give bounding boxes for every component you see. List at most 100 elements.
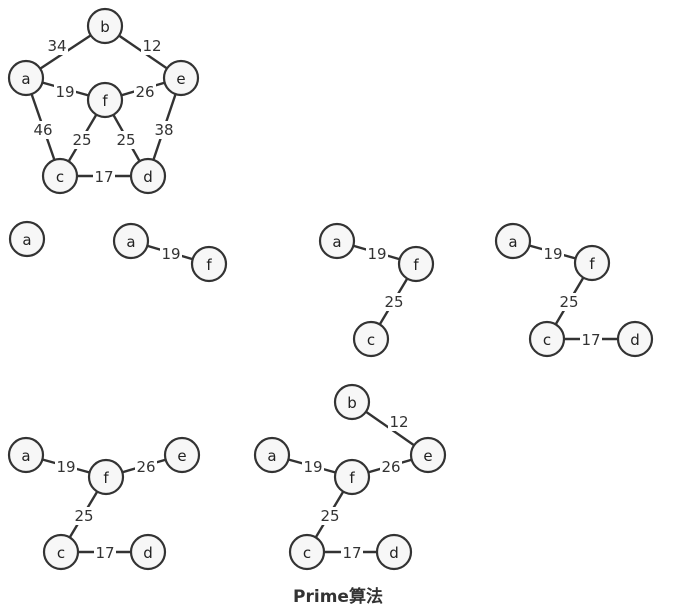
weight-label-a-f: 19 [367, 245, 386, 263]
node-label: a [21, 447, 30, 465]
node-label: f [413, 256, 419, 274]
node-label: d [143, 544, 153, 562]
weight-label-bg [135, 458, 157, 476]
weight-label-f-d: 25 [116, 131, 135, 149]
node-d: d [375, 533, 413, 571]
weight-label-a-f: 19 [543, 245, 562, 263]
node-e: e [409, 436, 447, 474]
node-a: a [494, 222, 532, 260]
weight-label-b-e: 12 [142, 37, 161, 55]
node-f: f [190, 245, 228, 283]
weight-label-c-d: 17 [94, 168, 113, 186]
node-circle [86, 81, 124, 119]
node-f: f [573, 244, 611, 282]
node-circle [8, 220, 46, 258]
caption: Prime算法 [293, 587, 383, 607]
node-label: c [57, 544, 65, 562]
weight-label-f-c: 25 [384, 293, 403, 311]
weight-label-a-b: 34 [47, 37, 66, 55]
node-f: f [86, 81, 124, 119]
weight-label-bg [71, 131, 93, 149]
weight-label-bg [55, 458, 77, 476]
weight-label-bg [542, 245, 564, 263]
node-circle [318, 222, 356, 260]
node-c: c [528, 320, 566, 358]
graph-step-6: 12 19 26 25 17 b e a f c d [253, 383, 447, 571]
node-a: a [7, 436, 45, 474]
node-circle [288, 533, 326, 571]
weight-label-bg [388, 413, 410, 431]
node-circle [162, 59, 200, 97]
node-circle [352, 320, 390, 358]
node-label: a [267, 447, 276, 465]
node-label: a [21, 70, 30, 88]
graph-step-1: a [8, 220, 46, 258]
node-circle [163, 436, 201, 474]
weight-label-f-e: 26 [381, 458, 400, 476]
weight-label-f-e: 26 [135, 83, 154, 101]
node-circle [42, 533, 80, 571]
node-circle [87, 458, 125, 496]
weight-label-bg [94, 544, 116, 562]
node-circle [397, 245, 435, 283]
weight-label-bg [54, 83, 76, 101]
weight-label-a-f: 19 [161, 245, 180, 263]
node-circle [41, 157, 79, 195]
weight-label-bg [366, 245, 388, 263]
node-c: c [352, 320, 390, 358]
weight-label-bg [160, 245, 182, 263]
weight-label-a-c: 46 [33, 121, 52, 139]
weight-label-bg [319, 507, 341, 525]
weight-label-bg [580, 331, 602, 349]
node-label: a [508, 233, 517, 251]
weight-label-bg [134, 83, 156, 101]
node-f: f [397, 245, 435, 283]
node-d: d [129, 533, 167, 571]
node-label: f [206, 256, 212, 274]
node-circle [190, 245, 228, 283]
node-label: c [56, 168, 64, 186]
node-e: e [163, 436, 201, 474]
node-label: a [126, 233, 135, 251]
node-b: b [333, 383, 371, 421]
node-circle [7, 436, 45, 474]
node-a: a [318, 222, 356, 260]
node-d: d [616, 320, 654, 358]
node-circle [86, 7, 124, 45]
node-label: a [332, 233, 341, 251]
weight-label-b-e: 12 [389, 413, 408, 431]
weight-label-bg [380, 458, 402, 476]
graph-step-3: 19 25 a f c [318, 222, 435, 358]
weight-label-bg [73, 507, 95, 525]
weight-label-bg [93, 168, 115, 186]
weight-label-bg [302, 458, 324, 476]
node-f: f [87, 458, 125, 496]
node-label: d [143, 168, 153, 186]
node-c: c [41, 157, 79, 195]
weight-label-f-c: 25 [320, 507, 339, 525]
weight-label-a-f: 19 [56, 458, 75, 476]
weight-label-bg [383, 293, 405, 311]
node-label: c [367, 331, 375, 349]
node-circle [253, 436, 291, 474]
node-circle [573, 244, 611, 282]
node-label: e [177, 447, 186, 465]
node-a: a [112, 222, 150, 260]
node-b: b [86, 7, 124, 45]
node-a: a [253, 436, 291, 474]
node-c: c [42, 533, 80, 571]
node-label: a [22, 231, 31, 249]
weight-label-c-d: 17 [342, 544, 361, 562]
weight-label-bg [558, 293, 580, 311]
node-label: e [423, 447, 432, 465]
node-label: d [630, 331, 640, 349]
node-a: a [8, 220, 46, 258]
weight-label-a-f: 19 [303, 458, 322, 476]
weight-label-bg [153, 121, 175, 139]
node-label: c [303, 544, 311, 562]
node-label: b [100, 18, 110, 36]
weight-label-e-d: 38 [154, 121, 173, 139]
node-f: f [333, 458, 371, 496]
